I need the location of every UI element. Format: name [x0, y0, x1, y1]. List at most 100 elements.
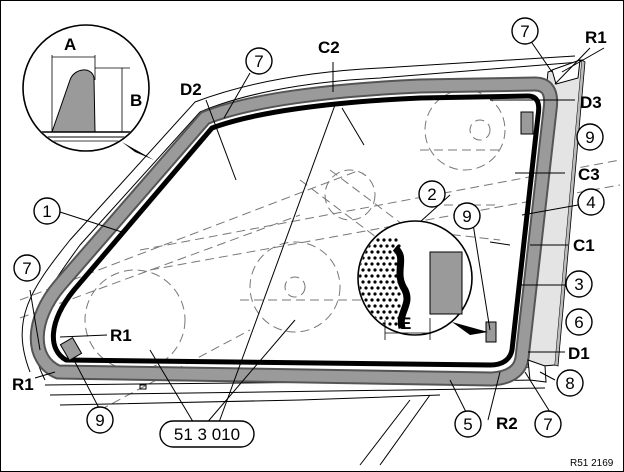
callout-7-top: 7	[245, 47, 273, 75]
adhesive-dot	[382, 298, 386, 302]
callout-6: 6	[565, 308, 593, 336]
svg-text:6: 6	[574, 313, 583, 332]
adhesive-dot	[370, 298, 374, 302]
adhesive-dot	[388, 274, 392, 278]
adhesive-dot	[373, 256, 377, 260]
adhesive-dot	[370, 250, 374, 254]
label-d2: D2	[180, 80, 202, 99]
callout-9-top: 9	[576, 123, 604, 151]
adhesive-dot	[379, 316, 383, 320]
adhesive-dot	[373, 280, 377, 284]
label-a: A	[64, 35, 76, 54]
svg-text:9: 9	[585, 128, 594, 147]
svg-text:7: 7	[22, 259, 31, 278]
adhesive-dot	[370, 286, 374, 290]
adhesive-dot	[391, 256, 395, 260]
adhesive-dot	[385, 292, 389, 296]
callout-9-bottomleft: 9	[86, 406, 114, 434]
adhesive-dot	[379, 256, 383, 260]
adhesive-dot	[379, 292, 383, 296]
adhesive-dot	[373, 292, 377, 296]
adhesive-dot	[364, 298, 368, 302]
adhesive-dot	[382, 250, 386, 254]
svg-text:4: 4	[586, 193, 595, 212]
adhesive-dot	[373, 244, 377, 248]
adhesive-dot	[361, 292, 365, 296]
label-c3: C3	[578, 165, 600, 184]
spacer-block-left	[59, 337, 83, 361]
label-r1-top: R1	[585, 28, 607, 47]
spacer-block-top	[520, 111, 534, 135]
svg-text:8: 8	[565, 374, 574, 393]
adhesive-dot	[385, 316, 389, 320]
adhesive-dot	[367, 280, 371, 284]
label-d3: D3	[580, 93, 602, 112]
adhesive-dot	[388, 298, 392, 302]
adhesive-dot	[379, 244, 383, 248]
svg-text:3: 3	[574, 275, 583, 294]
adhesive-dot	[394, 262, 398, 266]
adhesive-dot	[382, 262, 386, 266]
label-r1-mid: R1	[110, 326, 132, 345]
adhesive-dot	[385, 304, 389, 308]
adhesive-dot	[388, 286, 392, 290]
part-number-badge: 51 3 010	[159, 420, 255, 448]
adhesive-dot	[391, 304, 395, 308]
adhesive-dot	[376, 238, 380, 242]
svg-text:2: 2	[427, 185, 436, 204]
adhesive-dot	[364, 262, 368, 266]
label-d1: D1	[568, 344, 590, 363]
adhesive-dot	[388, 322, 392, 326]
adhesive-dot	[394, 322, 398, 326]
label-b: B	[130, 91, 142, 110]
adhesive-dot	[382, 274, 386, 278]
adhesive-dot	[367, 256, 371, 260]
adhesive-dot	[379, 280, 383, 284]
callout-7-left: 7	[13, 254, 41, 282]
adhesive-dot	[367, 292, 371, 296]
callout-7-bottomright: 7	[534, 410, 562, 438]
label-c1: C1	[573, 236, 595, 255]
svg-text:9: 9	[95, 411, 104, 430]
adhesive-dot	[385, 280, 389, 284]
adhesive-dot	[388, 262, 392, 266]
adhesive-dot	[382, 286, 386, 290]
glass-edge	[53, 95, 539, 366]
adhesive-dot	[364, 274, 368, 278]
adhesive-dot	[370, 274, 374, 278]
adhesive-dot	[376, 262, 380, 266]
adhesive-dot	[364, 286, 368, 290]
adhesive-dot	[376, 250, 380, 254]
adhesive-dot	[382, 238, 386, 242]
adhesive-dot	[361, 268, 365, 272]
callout-5: 5	[454, 410, 482, 438]
svg-text:7: 7	[254, 52, 263, 71]
adhesive-dot	[394, 310, 398, 314]
adhesive-dot	[391, 244, 395, 248]
adhesive-dot	[394, 286, 398, 290]
svg-text:51 3 010: 51 3 010	[174, 425, 240, 444]
adhesive-dot	[385, 268, 389, 272]
label-r2: R2	[496, 414, 518, 433]
callout-4: 4	[577, 188, 605, 216]
adhesive-dot	[391, 316, 395, 320]
adhesive-dot	[379, 304, 383, 308]
adhesive-dot	[376, 274, 380, 278]
adhesive-dot	[391, 292, 395, 296]
adhesive-dot	[385, 244, 389, 248]
figure-reference: R51 2169	[570, 458, 614, 469]
callout-1: 1	[33, 197, 61, 225]
callout-7-topright: 7	[511, 17, 539, 45]
corner-clip-bottom	[527, 359, 547, 383]
adhesive-dot	[388, 250, 392, 254]
adhesive-dot	[397, 304, 401, 308]
svg-text:9: 9	[462, 207, 471, 226]
adhesive-dot	[397, 292, 401, 296]
adhesive-dot	[359, 274, 362, 278]
adhesive-dot	[394, 298, 398, 302]
adhesive-dot	[367, 304, 371, 308]
adhesive-dot	[361, 280, 365, 284]
label-r1-left: R1	[12, 375, 34, 394]
svg-text:1: 1	[42, 202, 51, 221]
